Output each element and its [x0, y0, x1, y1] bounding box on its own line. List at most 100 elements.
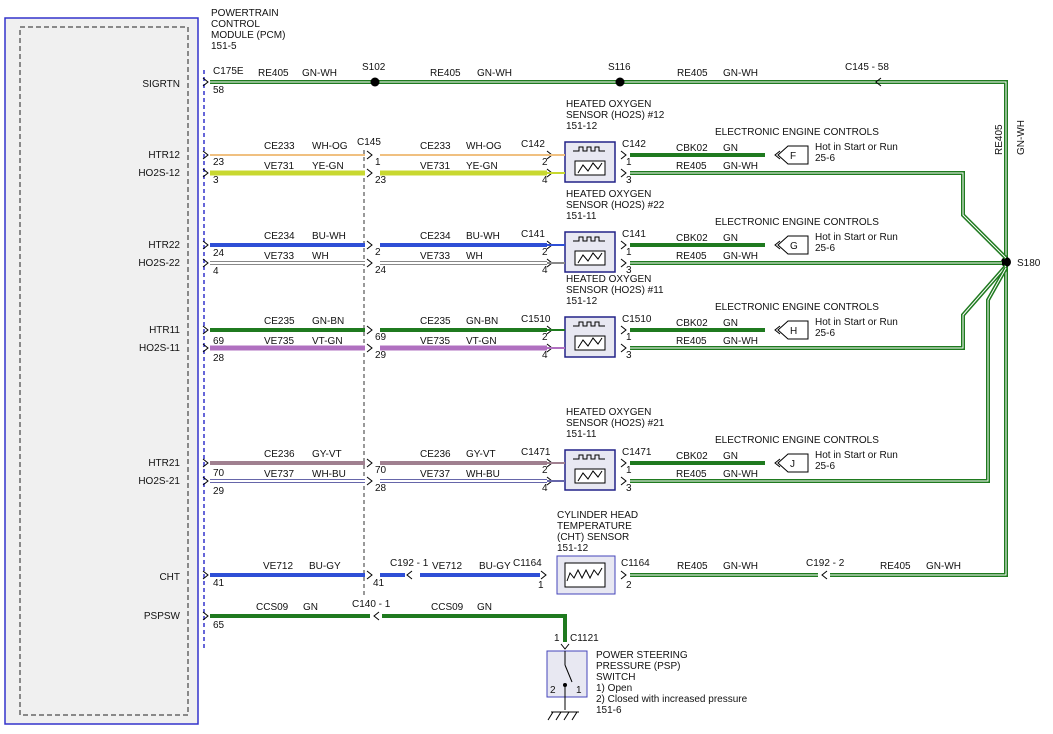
- eec-connector-tag: [777, 145, 809, 165]
- connector-arrow: [540, 570, 547, 580]
- circuit-label: VE731: [264, 161, 294, 172]
- eec-letter: H: [790, 326, 797, 337]
- pin-number: 3: [626, 350, 632, 361]
- connector-label: C1510: [521, 314, 551, 325]
- pin-number: 1: [576, 685, 582, 696]
- wire-color-label: GN: [723, 233, 738, 244]
- sensor-element-symbol: [577, 252, 603, 264]
- sensor-element-symbol: [577, 337, 603, 349]
- pcm-module: [4, 17, 205, 725]
- connector-arrow: [366, 240, 373, 250]
- pin-number: 2: [542, 157, 548, 168]
- psp-title-line: POWER STEERING: [596, 650, 688, 661]
- connector-arrow: [774, 150, 781, 160]
- circuit-label: RE405: [677, 561, 708, 572]
- connector-arrow: [620, 240, 627, 250]
- circuit-label: CE234: [264, 231, 295, 242]
- pcm-title-line: CONTROL: [211, 19, 260, 30]
- connector-arrow: [202, 343, 209, 353]
- pin-number: 23: [213, 157, 225, 168]
- circuit-label: CE236: [264, 449, 295, 460]
- pin-label-htr12: HTR12: [148, 150, 180, 161]
- circuit-label: VE712: [432, 561, 462, 572]
- sensor-element-symbol: [577, 162, 603, 174]
- connector-label: C192 - 1: [390, 558, 429, 569]
- circuit-label: CE236: [420, 449, 451, 460]
- connector-label: C175E: [213, 66, 244, 77]
- pin-number: 1: [554, 633, 560, 644]
- pin-label-ho2s12: HO2S-12: [138, 168, 180, 179]
- splice-s102: [370, 77, 380, 87]
- ho2s-return-stripe: [630, 265, 1007, 349]
- cht-title-line: CYLINDER HEAD: [557, 510, 638, 521]
- pin-label-ho2s21: HO2S-21: [138, 476, 180, 487]
- connector-arrow: [366, 168, 373, 178]
- connector-arrow: [366, 325, 373, 335]
- wire-color-label: WH-BU: [312, 469, 346, 480]
- eec-letter: J: [790, 459, 795, 470]
- connector-arrow: [373, 611, 380, 621]
- wire-color-label: GN-WH: [723, 469, 758, 480]
- pin-number: 24: [213, 248, 225, 259]
- connector-arrow: [620, 458, 627, 468]
- ground-hatch: [571, 711, 578, 721]
- ho2s-title-line: SENSOR (HO2S) #11: [566, 285, 664, 296]
- wire-color-label: GY-VT: [466, 449, 496, 460]
- ho2s-title-line: HEATED OXYGEN: [566, 99, 651, 110]
- wire-color-label: BU-WH: [312, 231, 346, 242]
- wire-color-label: GN-BN: [312, 316, 344, 327]
- pcm-pin-numbers: 58 23 3 24 4 69 28 70 29 41 65: [213, 85, 225, 631]
- ho2s-title-line: HEATED OXYGEN: [566, 407, 651, 418]
- circuit-label: RE405: [677, 68, 708, 79]
- heater-element-symbol: [573, 146, 605, 152]
- cht-return-wire: [830, 555, 1008, 577]
- ho2s-title-line: 151-12: [566, 121, 598, 132]
- connector-arrow: [366, 476, 373, 486]
- connector-label: C142: [622, 139, 646, 150]
- connector-arrow: [202, 150, 209, 160]
- connector-label: C1471: [521, 447, 551, 458]
- connector-arrow: [366, 458, 373, 468]
- ho2s-title-line: 151-11: [566, 211, 597, 222]
- pin-number: 1: [626, 332, 632, 343]
- splice-label: S116: [608, 62, 631, 73]
- pcm-inner-boundary: [19, 26, 189, 716]
- wire-color-label: BU-GY: [309, 561, 341, 572]
- ho2s-title-line: SENSOR (HO2S) #12: [566, 110, 665, 121]
- pin-label-htr22: HTR22: [148, 240, 180, 251]
- pin-number: 41: [213, 578, 225, 589]
- connector-arrow: [202, 476, 209, 486]
- connector-label: C145 - 58: [845, 62, 889, 73]
- wire-color-label: GN-WH: [477, 68, 512, 79]
- circuit-label: VE735: [420, 336, 450, 347]
- eec-label: ELECTRONIC ENGINE CONTROLS: [715, 127, 879, 138]
- circuit-label: CE235: [420, 316, 451, 327]
- wire-color-label: GN-WH: [1016, 120, 1027, 155]
- pin-label-ho2s22: HO2S-22: [138, 258, 180, 269]
- connector-arrow: [202, 77, 209, 87]
- circuit-label: VE731: [420, 161, 450, 172]
- pin-label-ho2s11: HO2S-11: [139, 343, 180, 354]
- pin-number: 1: [538, 580, 544, 591]
- wire-color-label: GN: [723, 451, 738, 462]
- ground-hatch: [547, 711, 554, 721]
- pin-number: 2: [542, 465, 548, 476]
- pin-number: 24: [375, 265, 387, 276]
- connector-arrow: [620, 258, 627, 268]
- eec-label: ELECTRONIC ENGINE CONTROLS: [715, 302, 879, 313]
- pin-label-pspsw: PSPSW: [144, 611, 181, 622]
- ground-hatch: [563, 711, 570, 721]
- pin-number: 2: [542, 332, 548, 343]
- connector-arrow: [406, 570, 413, 580]
- circuit-label: CBK02: [676, 143, 708, 154]
- connector-arrow: [821, 570, 828, 580]
- connector-arrow: [202, 168, 209, 178]
- pin-number: 2: [375, 247, 381, 258]
- cht-circuit: VE712 BU-GY 41 C192 - 1 VE712 BU-GY C116…: [202, 510, 1008, 595]
- circuit-label: RE405: [258, 68, 289, 79]
- power-reference: 25-6: [815, 243, 835, 254]
